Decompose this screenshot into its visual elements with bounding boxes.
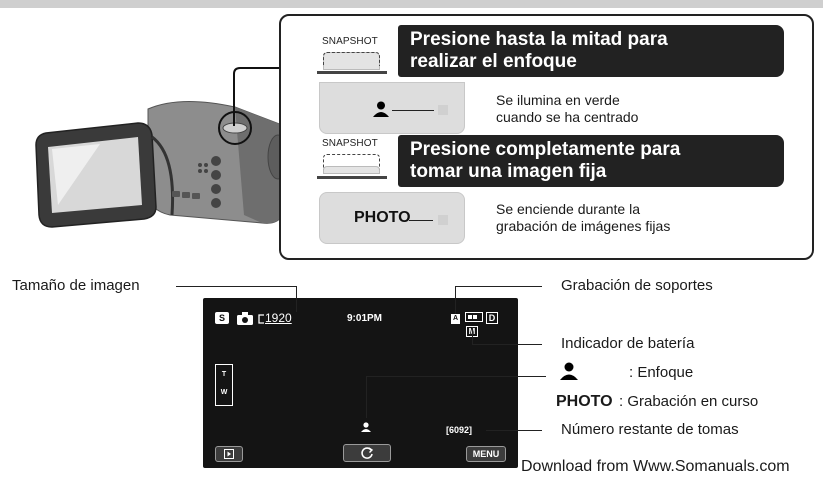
battery-icon xyxy=(465,312,483,322)
focus-result-line-1: Se ilumina en verde xyxy=(496,92,620,108)
photo-indicator-text: PHOTO xyxy=(354,209,411,226)
snapshot-button-outline-1 xyxy=(323,52,380,66)
label-media-recording: Grabación de soportes xyxy=(561,277,713,294)
label-image-size: Tamaño de imagen xyxy=(12,277,140,294)
instruction-line-1a: Presione hasta la mitad para xyxy=(410,29,668,50)
image-size-icon xyxy=(258,314,264,324)
play-icon xyxy=(224,449,234,459)
refresh-icon xyxy=(361,447,374,459)
leader-media xyxy=(455,286,542,287)
time-display: 9:01PM xyxy=(347,313,383,324)
top-gray-bar xyxy=(0,0,823,8)
snapshot-label-2: SNAPSHOT xyxy=(322,138,378,149)
snapshot-button-outline-2 xyxy=(323,154,380,170)
zoom-wide-label: W xyxy=(220,389,228,396)
snapshot-button-base-1 xyxy=(317,71,387,74)
focus-person-icon xyxy=(373,101,389,117)
camera-icon xyxy=(237,312,253,325)
instruction-banner-half-press: Presione hasta la mitad para realizar el… xyxy=(398,25,784,77)
image-size-value: 1920 xyxy=(265,311,292,325)
instruction-banner-full-press: Presione completamente para tomar una im… xyxy=(398,135,784,187)
remaining-shots: [6092] xyxy=(446,425,473,435)
label-remaining-shots: Número restante de tomas xyxy=(561,421,739,438)
tab-notch-2 xyxy=(438,215,448,225)
focus-result-line-2: cuando se ha centrado xyxy=(496,109,639,125)
photo-indicator-box: PHOTO xyxy=(319,192,465,244)
zoom-tele-label: T xyxy=(221,371,227,378)
callout-panel: SNAPSHOT Presione hasta la mitad para re… xyxy=(279,14,814,260)
camera-switch-button[interactable] xyxy=(343,444,391,462)
leader-remaining xyxy=(486,430,542,431)
label-photo-word: PHOTO xyxy=(556,393,613,410)
media-icon: A xyxy=(451,314,460,324)
menu-button[interactable]: MENU xyxy=(466,446,506,462)
leader-image-size xyxy=(176,286,296,287)
label-focus: : Enfoque xyxy=(629,364,694,381)
zoom-indicator[interactable]: T W xyxy=(215,364,233,406)
mode-icon: S xyxy=(215,312,229,324)
leader-battery xyxy=(472,344,542,345)
playback-button[interactable] xyxy=(215,446,243,462)
focus-person-icon-screen xyxy=(361,422,371,432)
photo-result-line-2: grabación de imágenes fijas xyxy=(496,218,671,234)
photo-result-line-1: Se enciende durante la xyxy=(496,201,640,217)
snapshot-button-full-press xyxy=(323,166,380,174)
instruction-line-2a: Presione completamente para xyxy=(410,139,681,160)
snapshot-button-base-2 xyxy=(317,176,387,179)
lcd-screen: S 1920 9:01PM A D M T W [6092] MENU xyxy=(203,298,518,468)
callout-connector xyxy=(233,67,282,126)
tab-notch xyxy=(438,105,448,115)
focus-person-icon-legend xyxy=(560,362,578,380)
label-battery: Indicador de batería xyxy=(561,335,695,352)
snapshot-label-1: SNAPSHOT xyxy=(322,36,378,47)
label-recording: : Grabación en curso xyxy=(619,393,759,410)
leader-focus xyxy=(366,376,546,377)
footer-download-text[interactable]: Download from Www.Somanuals.com xyxy=(521,458,790,475)
focus-indicator-box xyxy=(319,82,465,134)
badge-d: D xyxy=(486,312,498,324)
instruction-line-1b: realizar el enfoque xyxy=(410,51,577,72)
instruction-line-2b: tomar una imagen fija xyxy=(410,161,607,182)
